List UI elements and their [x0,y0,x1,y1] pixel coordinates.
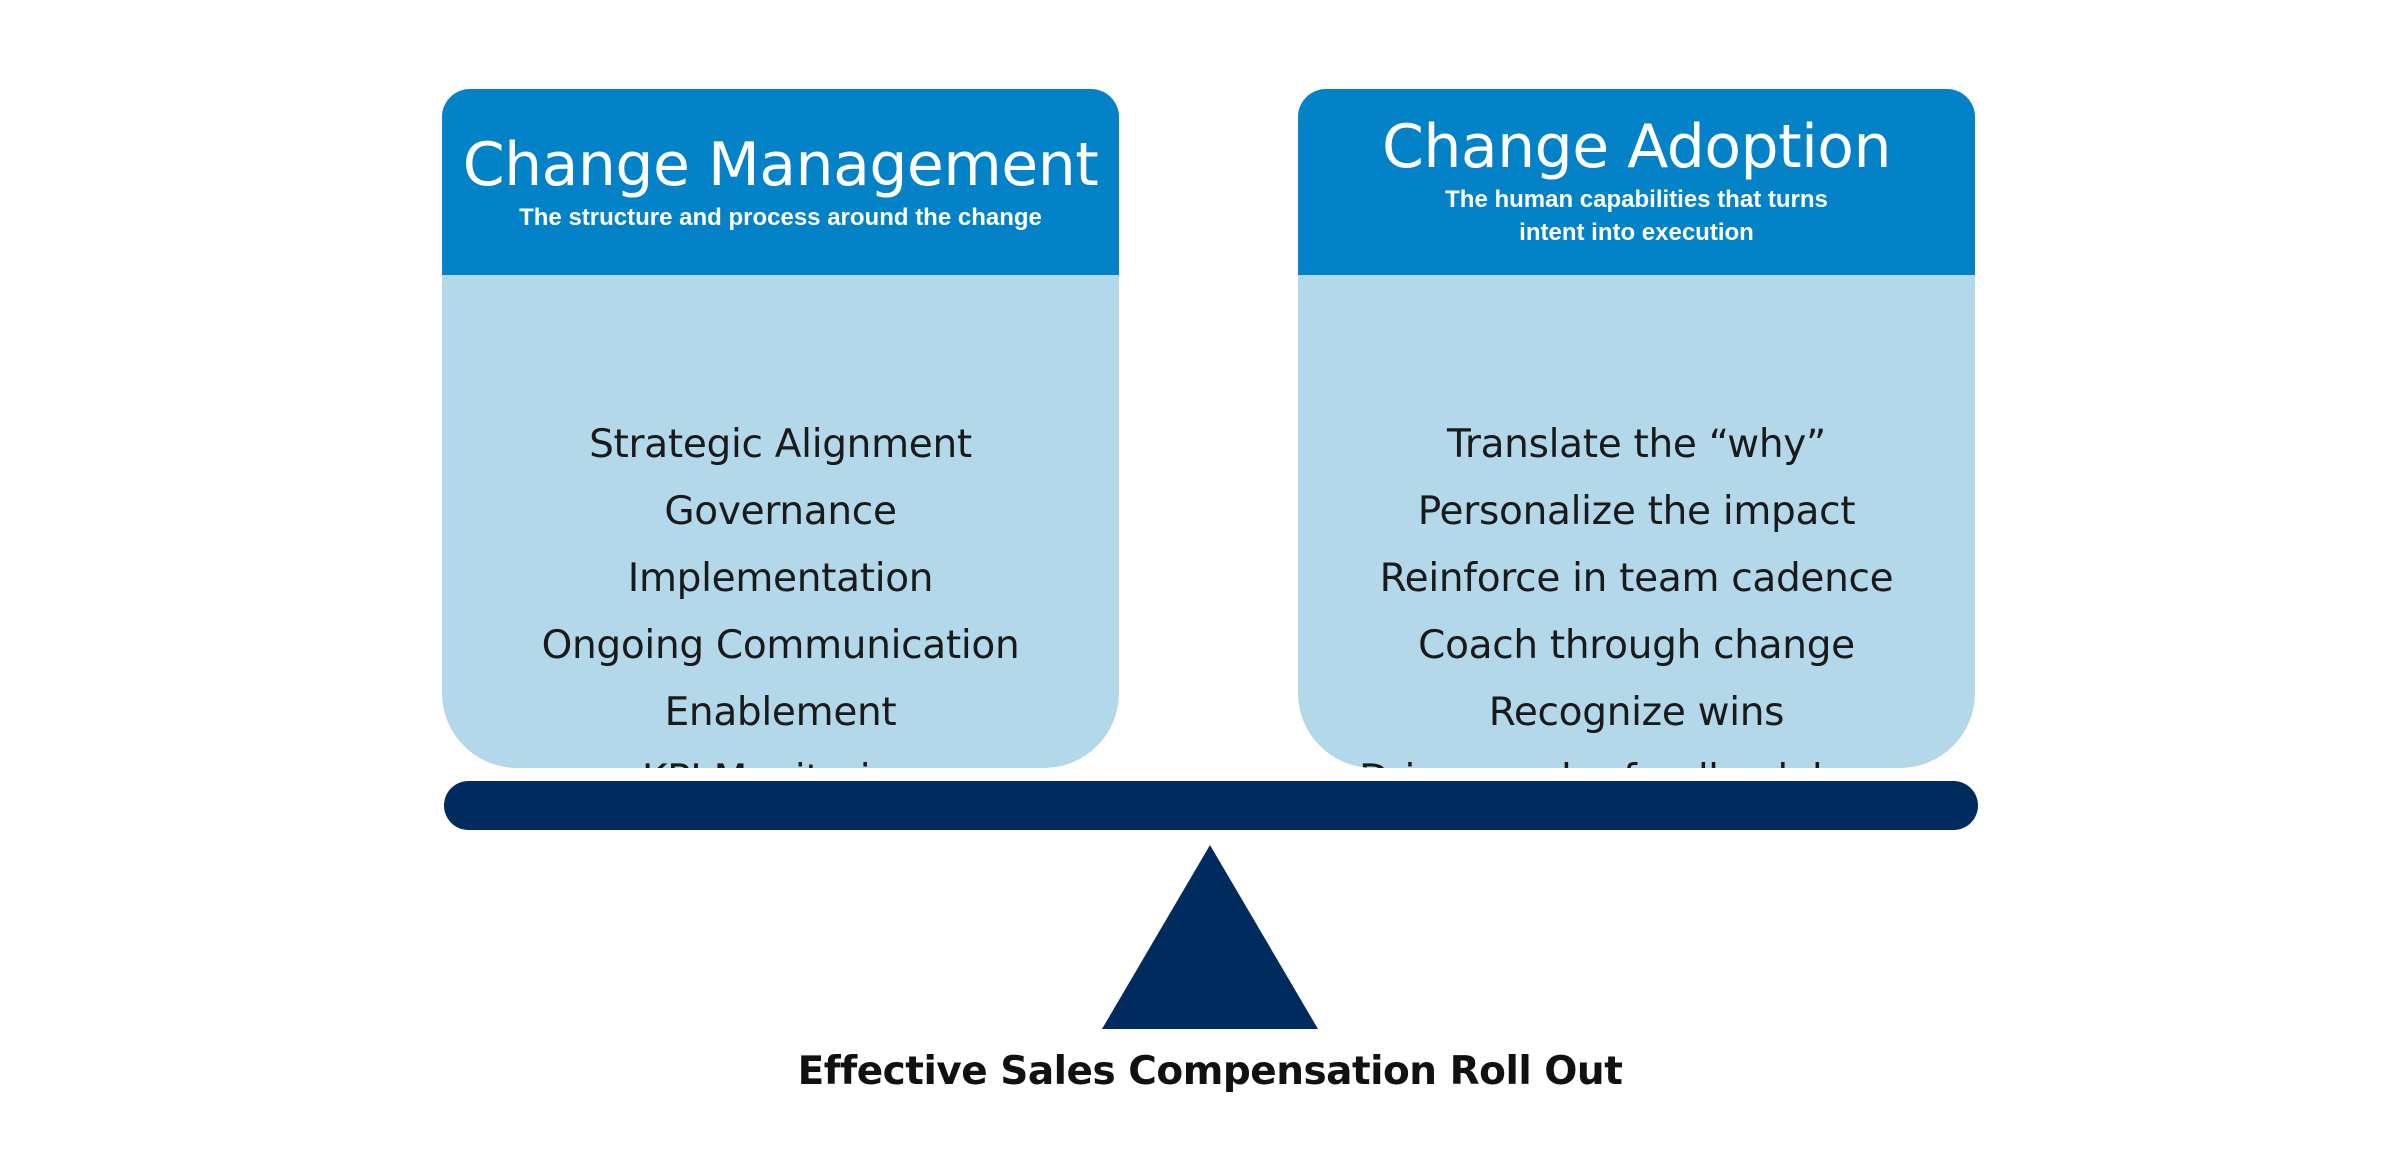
list-item: Governance [664,489,897,534]
change-adoption-subtitle-line-1: The human capabilities that turns [1445,186,1828,213]
balance-beam [444,781,1978,830]
change-management-list: Strategic Alignment Governance Implement… [442,411,1119,768]
change-adoption-title: Change Adoption [1381,112,1892,182]
list-item: Personalize the impact [1417,489,1856,534]
list-item: Enablement [664,690,897,735]
change-management-subtitle: The structure and process around the cha… [519,204,1042,231]
list-item: Reinforce in team cadence [1379,556,1894,601]
change-adoption-card: Change Adoption The human capabilities t… [1298,89,1975,768]
list-item: Translate the “why” [1447,422,1826,467]
list-item: Drive regular feedback loops [1298,746,1975,768]
list-item: Recognize wins [1488,690,1785,735]
change-adoption-list: Translate the “why” Personalize the impa… [1298,411,1975,768]
change-management-header: Change Management The structure and proc… [442,89,1119,275]
change-management-card: Change Management The structure and proc… [442,89,1119,768]
list-item: Ongoing Communication [541,623,1020,668]
fulcrum-triangle [1102,845,1318,1029]
change-adoption-subtitle-line-2: intent into execution [1519,219,1754,246]
list-item: KPI Monitoring [442,746,1119,768]
list-item: Coach through change [1418,623,1855,668]
list-item: Strategic Alignment [589,422,972,467]
fulcrum-label: Effective Sales Compensation Roll Out [797,1049,1623,1094]
change-management-title: Change Management [462,130,1099,200]
change-adoption-header: Change Adoption The human capabilities t… [1298,89,1975,275]
list-item: Implementation [627,556,934,601]
